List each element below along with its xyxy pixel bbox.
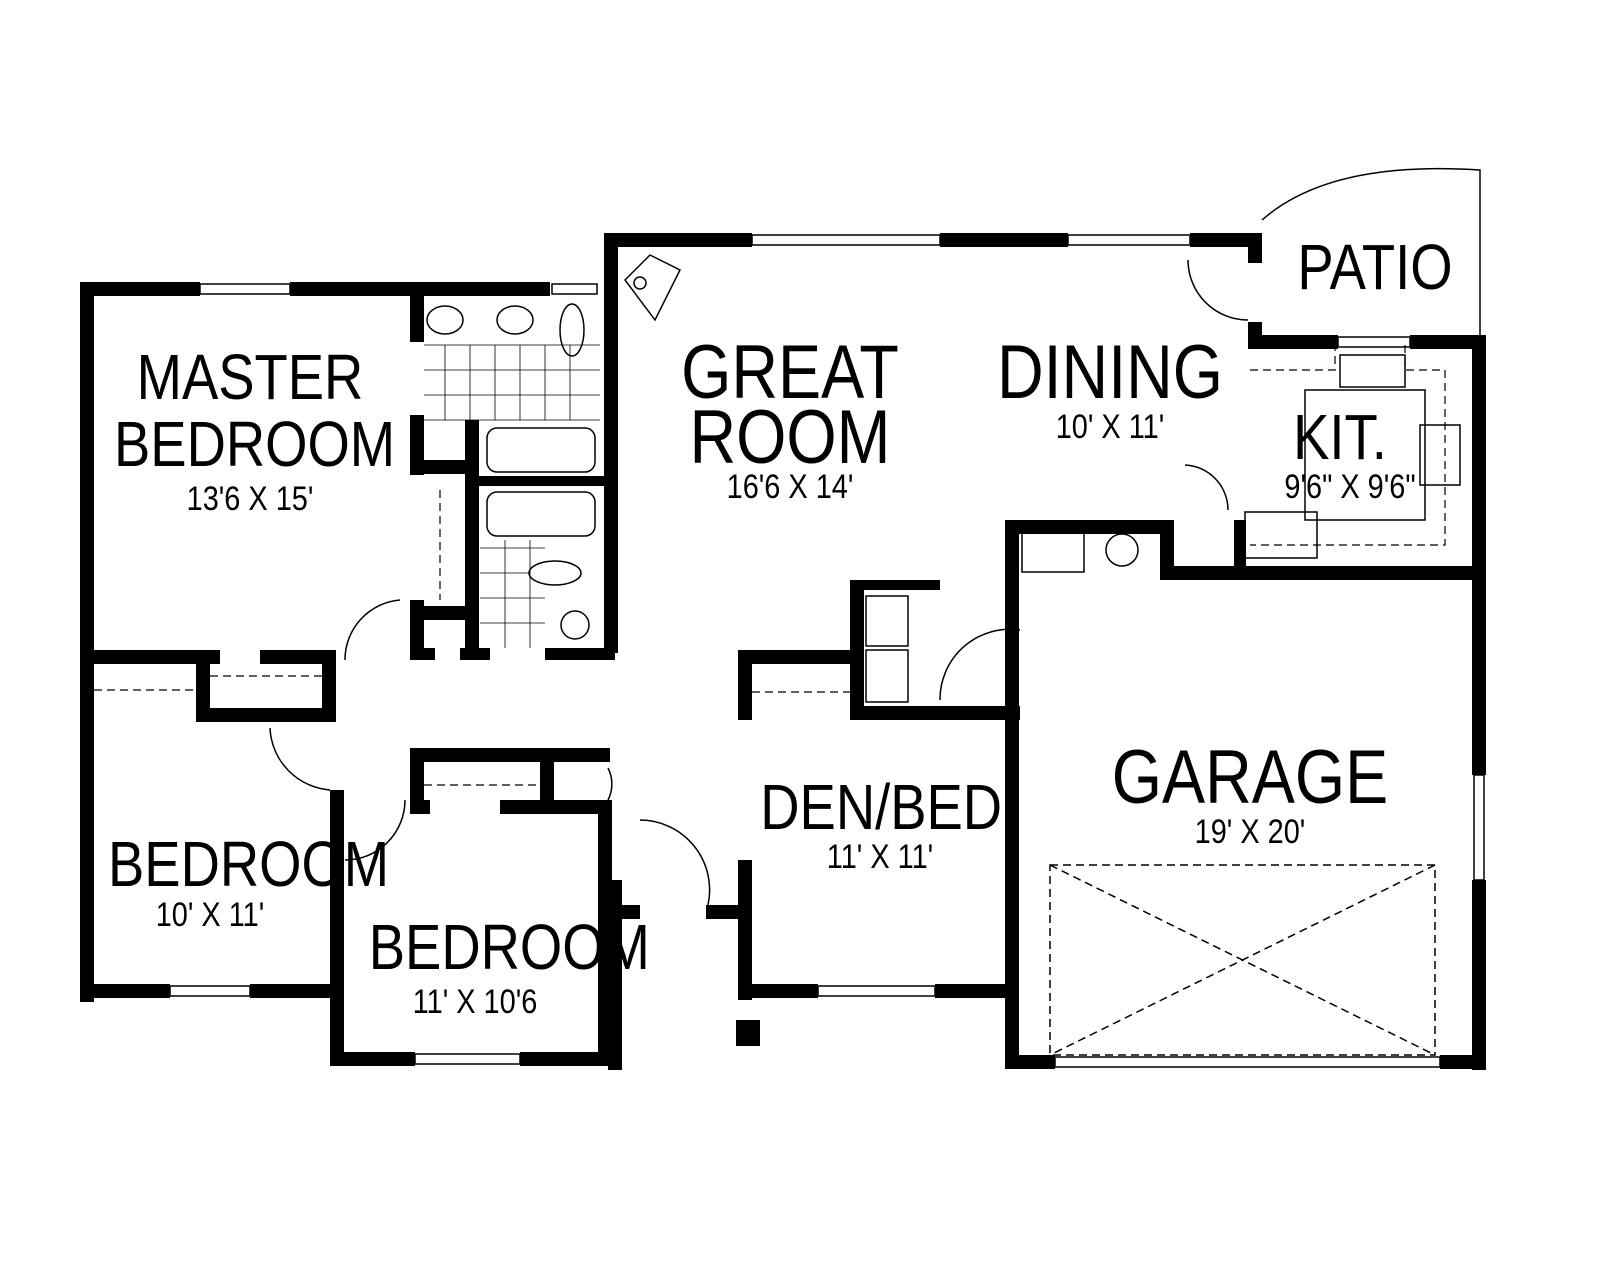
wall	[520, 1052, 620, 1066]
room-name-great-room-line2: ROOM	[689, 395, 891, 480]
wall	[80, 984, 170, 998]
wall	[540, 748, 554, 813]
closet-lines	[94, 345, 1446, 786]
fixtures	[269, 167, 1481, 1056]
wall	[935, 984, 1019, 998]
wall	[1410, 335, 1485, 349]
wall	[1440, 1055, 1486, 1069]
wall	[1190, 233, 1260, 247]
room-dims-great-room: 16'6 X 14'	[726, 468, 854, 506]
wall	[850, 580, 864, 715]
wall	[410, 282, 424, 342]
room-dims-bedroom-2: 10' X 11'	[155, 896, 265, 934]
wall	[738, 650, 752, 720]
windows	[169, 234, 1485, 1068]
wall	[738, 984, 818, 998]
wall	[738, 860, 752, 1000]
wall	[604, 233, 618, 653]
room-dims-master-bedroom: 13'6 X 15'	[186, 480, 314, 518]
room-dims-bedroom-3: 11' X 10'6	[412, 983, 538, 1021]
wall	[615, 905, 640, 919]
wall	[1248, 233, 1262, 263]
wall	[545, 648, 615, 660]
wall	[1005, 520, 1019, 1069]
wall	[410, 606, 475, 620]
room-name-bedroom-3: BEDROOM	[368, 911, 650, 983]
room-name-master-bedroom-line1: MASTER	[136, 341, 364, 413]
wall	[322, 650, 336, 722]
wall	[1160, 520, 1174, 580]
wall	[250, 984, 340, 998]
room-name-master-bedroom-line2: BEDROOM	[114, 408, 396, 480]
wall	[330, 1052, 415, 1066]
wall	[80, 650, 220, 664]
room-name-dining: DINING	[996, 330, 1224, 415]
wall	[604, 233, 752, 247]
wall	[410, 648, 435, 660]
wall	[1005, 520, 1170, 534]
wall	[850, 580, 940, 590]
wall	[1248, 335, 1338, 349]
room-dims-den-bed: 11' X 11'	[826, 838, 934, 876]
wall	[1234, 520, 1246, 580]
wall	[196, 650, 210, 720]
wall	[475, 476, 615, 486]
room-name-great-room-line1: GREAT	[681, 330, 899, 415]
wall	[706, 905, 746, 919]
wall	[465, 420, 479, 660]
wall	[460, 648, 490, 660]
room-dims-garage: 19' X 20'	[1194, 813, 1306, 851]
wall	[940, 233, 1068, 247]
room-name-bedroom-2: BEDROOM	[108, 828, 390, 900]
wall	[260, 650, 336, 664]
wall	[598, 800, 612, 1065]
room-dims-dining: 10' X 11'	[1055, 408, 1165, 446]
tile-floor	[424, 344, 600, 648]
wall	[196, 708, 336, 722]
wall	[1160, 566, 1486, 580]
wall	[850, 706, 1020, 720]
wall	[736, 1020, 760, 1046]
wall	[410, 748, 424, 813]
room-name-patio: PATIO	[1297, 231, 1453, 303]
room-name-den-bed: DEN/BED	[760, 771, 1003, 843]
room-dims-kitchen: 9'6" X 9'6"	[1284, 468, 1416, 506]
wall	[1472, 880, 1486, 1070]
wall	[410, 748, 610, 762]
wall	[410, 460, 475, 474]
room-name-kitchen: KIT.	[1293, 401, 1387, 473]
wall	[80, 282, 94, 1002]
wall	[738, 650, 850, 664]
wall	[1472, 335, 1486, 775]
wall	[500, 800, 610, 814]
wall	[410, 800, 430, 814]
wall	[80, 282, 200, 296]
room-name-garage: GARAGE	[1111, 735, 1389, 820]
